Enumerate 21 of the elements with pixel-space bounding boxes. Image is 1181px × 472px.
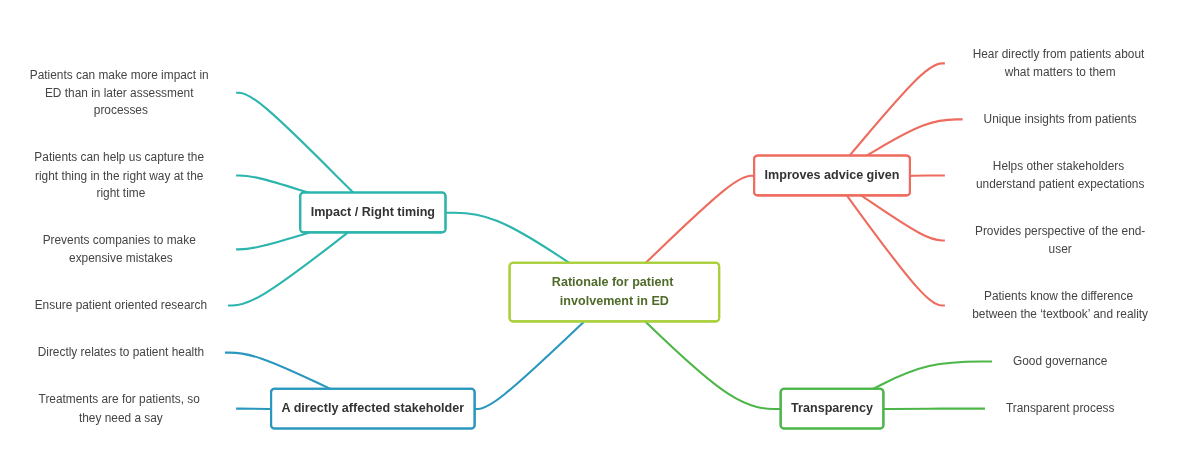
node-text: Unique insights from patients — [983, 112, 1137, 126]
connector — [910, 174, 945, 177]
node-text: Directly relates to patient health — [37, 345, 205, 360]
node-text: Prevents companies to make expensive mistakes — [42, 233, 196, 265]
node-text: Ensure patient oriented research — [34, 298, 208, 312]
node-text: Good governance — [1012, 354, 1108, 368]
node-text: Provides perspective of the end-user — [974, 224, 1146, 256]
connector — [883, 407, 985, 411]
connector — [227, 231, 349, 307]
connector — [474, 321, 585, 411]
connector — [236, 91, 355, 194]
node-text: Patients can make more impact in ED than in later assessment processes — [29, 68, 209, 117]
node-text: Patients know the difference between the ‘textbook’ and reality — [972, 289, 1149, 321]
connector — [846, 195, 945, 307]
node-text: Transparent process — [1005, 401, 1115, 416]
node-text: Treatments are for patients, so they need a say — [38, 392, 200, 425]
node-text: Helps other stakeholders understand patient expectations — [975, 159, 1145, 191]
connector — [644, 321, 781, 411]
node-text: Hear directly from patients about what matters to them — [972, 47, 1145, 79]
connector — [236, 407, 272, 411]
node-text: Patients can help us capture the right thing in the right way at the right time — [34, 150, 205, 200]
